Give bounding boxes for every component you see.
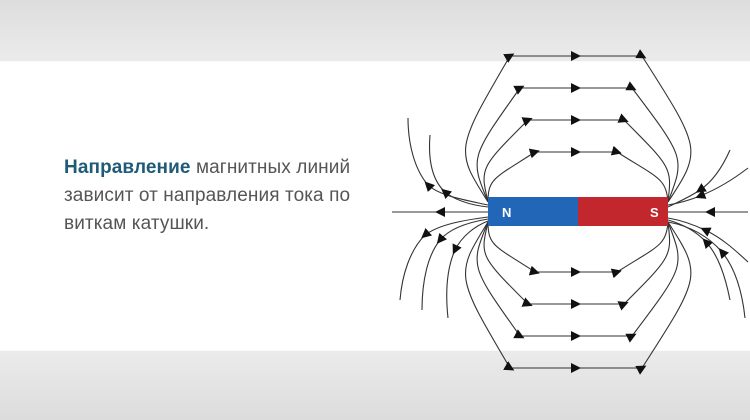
field-line-left-5 xyxy=(446,220,489,319)
magnet-north-pole xyxy=(488,197,578,226)
field-line-bottom-1 xyxy=(487,221,669,279)
field-line-right-2 xyxy=(667,149,731,208)
field-line-right-5 xyxy=(667,221,746,319)
field-lines xyxy=(392,49,749,375)
caption-rest: магнитных линий зависит от направления т… xyxy=(64,157,351,234)
field-line-top-3 xyxy=(483,113,671,203)
field-line-right-1 xyxy=(667,167,749,206)
south-label: S xyxy=(650,205,659,220)
field-line-bottom-4 xyxy=(464,221,692,375)
caption-bold: Направление xyxy=(64,157,191,178)
field-line-left-1 xyxy=(407,117,489,206)
field-line-left-4 xyxy=(421,218,489,311)
field-line-right-4 xyxy=(667,219,731,301)
field-line-top-1 xyxy=(464,49,692,203)
field-line-top-4 xyxy=(487,145,669,203)
north-label: N xyxy=(502,205,511,220)
field-line-bottom-3 xyxy=(476,221,679,343)
field-line-left-2 xyxy=(428,134,489,208)
bar-magnet: N S xyxy=(488,197,668,226)
magnet-south-pole xyxy=(578,197,668,226)
field-line-left-3 xyxy=(399,216,489,301)
caption-text: Направление магнитных линий зависит от н… xyxy=(64,154,384,238)
field-line-bottom-2 xyxy=(483,221,671,311)
field-line-right-3 xyxy=(667,217,749,263)
field-line-top-2 xyxy=(476,81,679,203)
